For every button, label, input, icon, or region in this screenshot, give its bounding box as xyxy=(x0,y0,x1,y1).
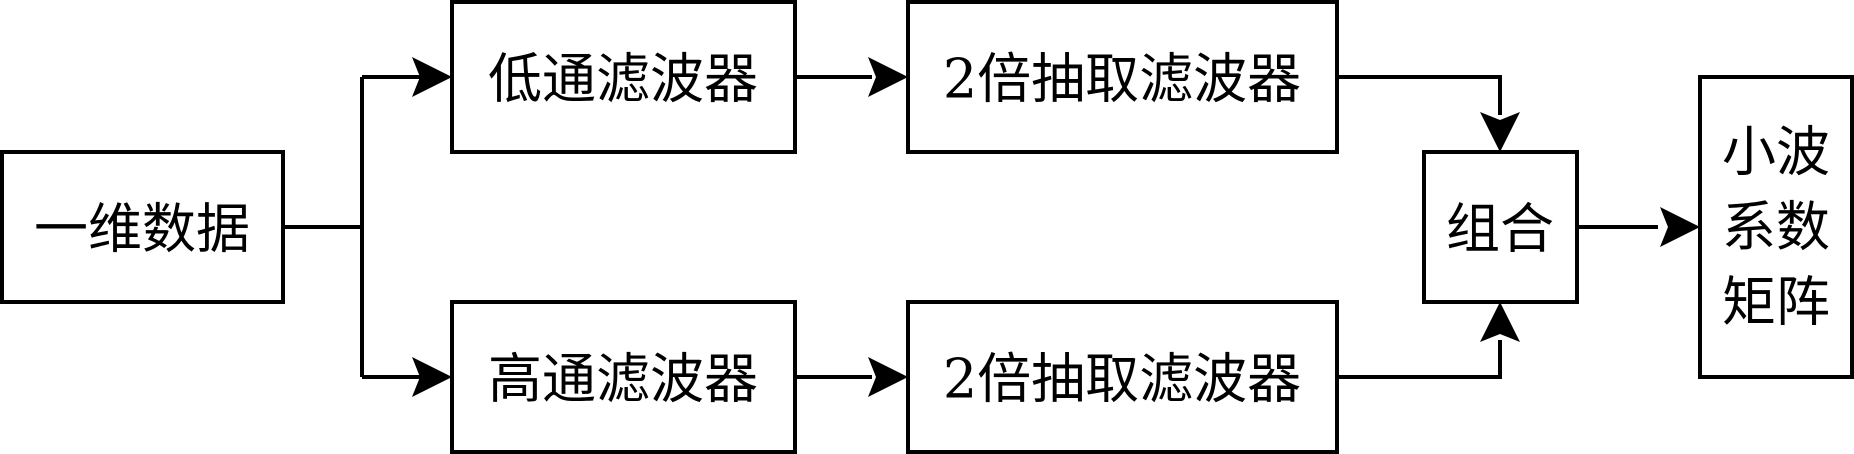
node-decimate-top-label: 2倍抽取滤波器 xyxy=(943,48,1301,111)
connector-decimate-top-to-combine xyxy=(1337,75,1502,115)
node-output: 小波 系数 矩阵 xyxy=(1698,75,1854,379)
node-lowpass-label: 低通滤波器 xyxy=(488,48,758,111)
node-output-box xyxy=(1698,75,1854,379)
node-input: 一维数据 xyxy=(0,150,285,304)
node-highpass: 高通滤波器 xyxy=(450,300,797,454)
node-highpass-box xyxy=(450,300,797,454)
node-output-label-line-3: 矩阵 xyxy=(1722,271,1830,334)
node-output-label-line-1: 小波 xyxy=(1722,121,1830,184)
connector-decimate-bottom-to-combine xyxy=(1337,340,1502,379)
node-input-label: 一维数据 xyxy=(34,198,250,261)
arrowhead-to-decimate-top xyxy=(868,57,908,97)
arrowhead-bottom-to-combine xyxy=(1480,302,1520,342)
node-combine-box xyxy=(1422,150,1579,304)
node-decimate-bottom-box xyxy=(906,300,1339,454)
arrowhead-to-output xyxy=(1660,207,1700,247)
arrowheads xyxy=(412,57,1700,397)
node-combine-label: 组合 xyxy=(1446,198,1554,261)
node-input-box xyxy=(0,150,285,304)
arrowhead-to-decimate-bottom xyxy=(868,357,908,397)
node-lowpass: 低通滤波器 xyxy=(450,0,797,154)
node-decimate-top-box xyxy=(906,0,1339,154)
node-highpass-label: 高通滤波器 xyxy=(488,348,758,411)
node-lowpass-box xyxy=(450,0,797,154)
node-decimate-top: 2倍抽取滤波器 xyxy=(906,0,1339,154)
node-output-label-line-2: 系数 xyxy=(1722,196,1830,259)
node-combine: 组合 xyxy=(1422,150,1579,304)
arrowhead-to-highpass xyxy=(412,357,452,397)
arrowhead-to-lowpass xyxy=(412,57,452,97)
arrowhead-top-to-combine xyxy=(1480,112,1520,152)
node-decimate-bottom-label: 2倍抽取滤波器 xyxy=(943,348,1301,411)
node-decimate-bottom: 2倍抽取滤波器 xyxy=(906,300,1339,454)
connectors xyxy=(283,75,1658,379)
